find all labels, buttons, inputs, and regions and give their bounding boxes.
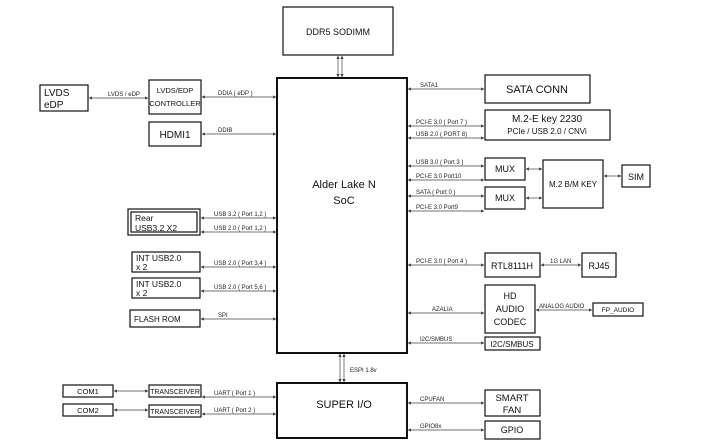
super-io-block: SUPER I/O <box>276 382 408 439</box>
pcie-port7-bus-label: PCI-E 3.0 ( Port 7 ) <box>416 120 467 126</box>
lvds-controller-label-line1: LVDS/EDP <box>157 86 194 95</box>
bus-labels: LVDS / eDP DDIA ( eDP ) DDIB USB 3.2 ( P… <box>108 83 585 430</box>
smart-fan-block: SMART FAN <box>484 389 541 417</box>
i2c-smbus-bus-label: I2C/SMBUS <box>420 337 452 343</box>
ddr5-label: DDR5 SODIMM <box>306 27 370 37</box>
int-usb-b-block: INT USB2.0 x 2 <box>131 277 201 299</box>
lvds-edp-connector-block: LVDS eDP <box>39 84 89 112</box>
soc-label-line1: Alder Lake N <box>312 179 376 191</box>
transceiver1-block: TRANSCEIVER <box>148 384 202 398</box>
i2c-smbus-box-label: I2C/SMBUS <box>490 340 533 349</box>
lvds-edp-controller-block: LVDS/EDP CONTROLLER <box>148 79 202 115</box>
int-usb-a-block: INT USB2.0 x 2 <box>131 251 201 273</box>
mux2-block: MUX <box>484 186 526 210</box>
gpio-block: GPIO <box>484 420 541 440</box>
pcie-port9-bus-label: PCI-E 3.0 Port9 <box>416 205 459 211</box>
ddib-bus-label: DDIB <box>218 128 232 134</box>
sata-conn-block: SATA CONN <box>484 74 591 104</box>
soc-label-line2: SoC <box>333 195 354 207</box>
espi-bus-label: ESPI 1.8v <box>350 368 377 374</box>
transceiver1-label: TRANSCEIVER <box>150 389 200 396</box>
rear-usb-label-line2: USB3.2 X2 <box>135 223 177 233</box>
int-usb-a-label-line2: x 2 <box>136 262 148 272</box>
m2e-label-line1: M.2-E key 2230 <box>512 114 582 125</box>
hd-audio-codec-block: HD AUDIO CODEC <box>484 284 536 334</box>
usb20-12-bus-label: USB 2.0 ( Port 1,2 ) <box>214 226 266 232</box>
sim-block: SIM <box>621 164 651 188</box>
fp-audio-block: FP_AUDIO <box>592 302 644 317</box>
i2c-smbus-block: I2C/SMBUS <box>484 336 541 351</box>
com1-label: COM1 <box>77 387 99 396</box>
gpio-bus-label: GPIO8x <box>420 424 441 430</box>
sata1-bus-label: SATA1 <box>420 83 439 89</box>
pcie-port10-bus-label: PCI-E 3.0 Port10 <box>416 174 462 180</box>
transceiver2-block: TRANSCEIVER <box>148 404 202 418</box>
lvds-edp-label-line2: eDP <box>44 100 64 111</box>
usb2-port8-bus-label: USB 2.0 ( PORT 8) <box>416 132 467 138</box>
super-io-label: SUPER I/O <box>316 399 372 411</box>
rear-usb-block: Rear USB3.2 X2 <box>127 208 201 236</box>
soc-block: Alder Lake N SoC <box>276 77 408 354</box>
com2-block: COM2 <box>62 403 114 417</box>
usb20-34-bus-label: USB 2.0 ( Port 3,4 ) <box>214 261 266 267</box>
rear-usb-label-line1: Rear <box>135 213 154 223</box>
flash-rom-block: FLASH ROM <box>129 309 201 328</box>
pcie-port4-bus-label: PCI-E 3.0 ( Port 4 ) <box>416 259 467 265</box>
mux1-label: MUX <box>495 164 515 174</box>
lvds-edp-label-line1: LVDS <box>44 88 70 99</box>
m2bm-block: M.2 B/M KEY <box>542 159 604 209</box>
usb32-bus-label: USB 3.2 ( Port 1,2 ) <box>214 212 266 218</box>
lvds-controller-label-line2: CONTROLLER <box>149 99 201 108</box>
cpufan-bus-label: CPUFAN <box>420 397 444 403</box>
mux1-block: MUX <box>484 157 526 181</box>
hd-audio-label-line1: HD <box>504 291 517 301</box>
com2-label: COM2 <box>77 406 99 415</box>
flash-rom-label: FLASH ROM <box>134 315 181 324</box>
hdmi1-block: HDMI1 <box>148 121 202 147</box>
smart-fan-label-line1: SMART <box>495 393 528 404</box>
sim-label: SIM <box>628 172 644 182</box>
ddia-bus-label: DDIA ( eDP ) <box>218 91 253 97</box>
com1-block: COM1 <box>62 384 114 398</box>
usb3-port3-bus-label: USB 3.0 ( Port 3 ) <box>416 160 463 166</box>
rtl8111h-block: RTL8111H <box>484 252 541 278</box>
m2bm-label: M.2 B/M KEY <box>549 180 598 189</box>
ddr5-sodimm-block: DDR5 SODIMM <box>282 6 394 56</box>
mux2-label: MUX <box>495 193 515 203</box>
uart2-bus-label: UART ( Port 2 ) <box>214 408 255 414</box>
uart1-bus-label: UART ( Port 1 ) <box>214 391 255 397</box>
int-usb-a-label-line1: INT USB2.0 <box>136 253 181 263</box>
rj45-block: RJ45 <box>581 252 617 278</box>
hd-audio-label-line2: AUDIO <box>496 304 525 314</box>
fp-audio-label: FP_AUDIO <box>602 307 635 314</box>
rtl8111h-label: RTL8111H <box>491 261 533 271</box>
smart-fan-label-line2: FAN <box>503 405 522 416</box>
lvds-edp-bus-label: LVDS / eDP <box>108 92 140 98</box>
hd-audio-label-line3: CODEC <box>494 317 527 327</box>
lan-bus-label: 1G LAN <box>550 259 571 265</box>
bus-lines <box>88 55 622 432</box>
m2e-label-line2: PCIe / USB 2.0 / CNVi <box>507 127 587 136</box>
hdmi1-label: HDMI1 <box>159 130 191 141</box>
sata-conn-label: SATA CONN <box>506 84 568 96</box>
int-usb-b-label-line1: INT USB2.0 <box>136 279 181 289</box>
spi-bus-label: SPI <box>218 313 228 319</box>
int-usb-b-label-line2: x 2 <box>136 288 148 298</box>
gpio-label: GPIO <box>501 425 524 435</box>
analog-audio-bus-label: ANALOG AUDIO <box>539 304 585 310</box>
usb20-56-bus-label: USB 2.0 ( Port 5,6 ) <box>214 285 266 291</box>
m2e-block: M.2-E key 2230 PCIe / USB 2.0 / CNVi <box>484 109 611 141</box>
rj45-label: RJ45 <box>588 261 609 271</box>
transceiver2-label: TRANSCEIVER <box>150 409 200 416</box>
azalia-bus-label: AZALIA <box>432 307 453 313</box>
sata-port0-bus-label: SATA ( Port 0 ) <box>416 190 455 196</box>
